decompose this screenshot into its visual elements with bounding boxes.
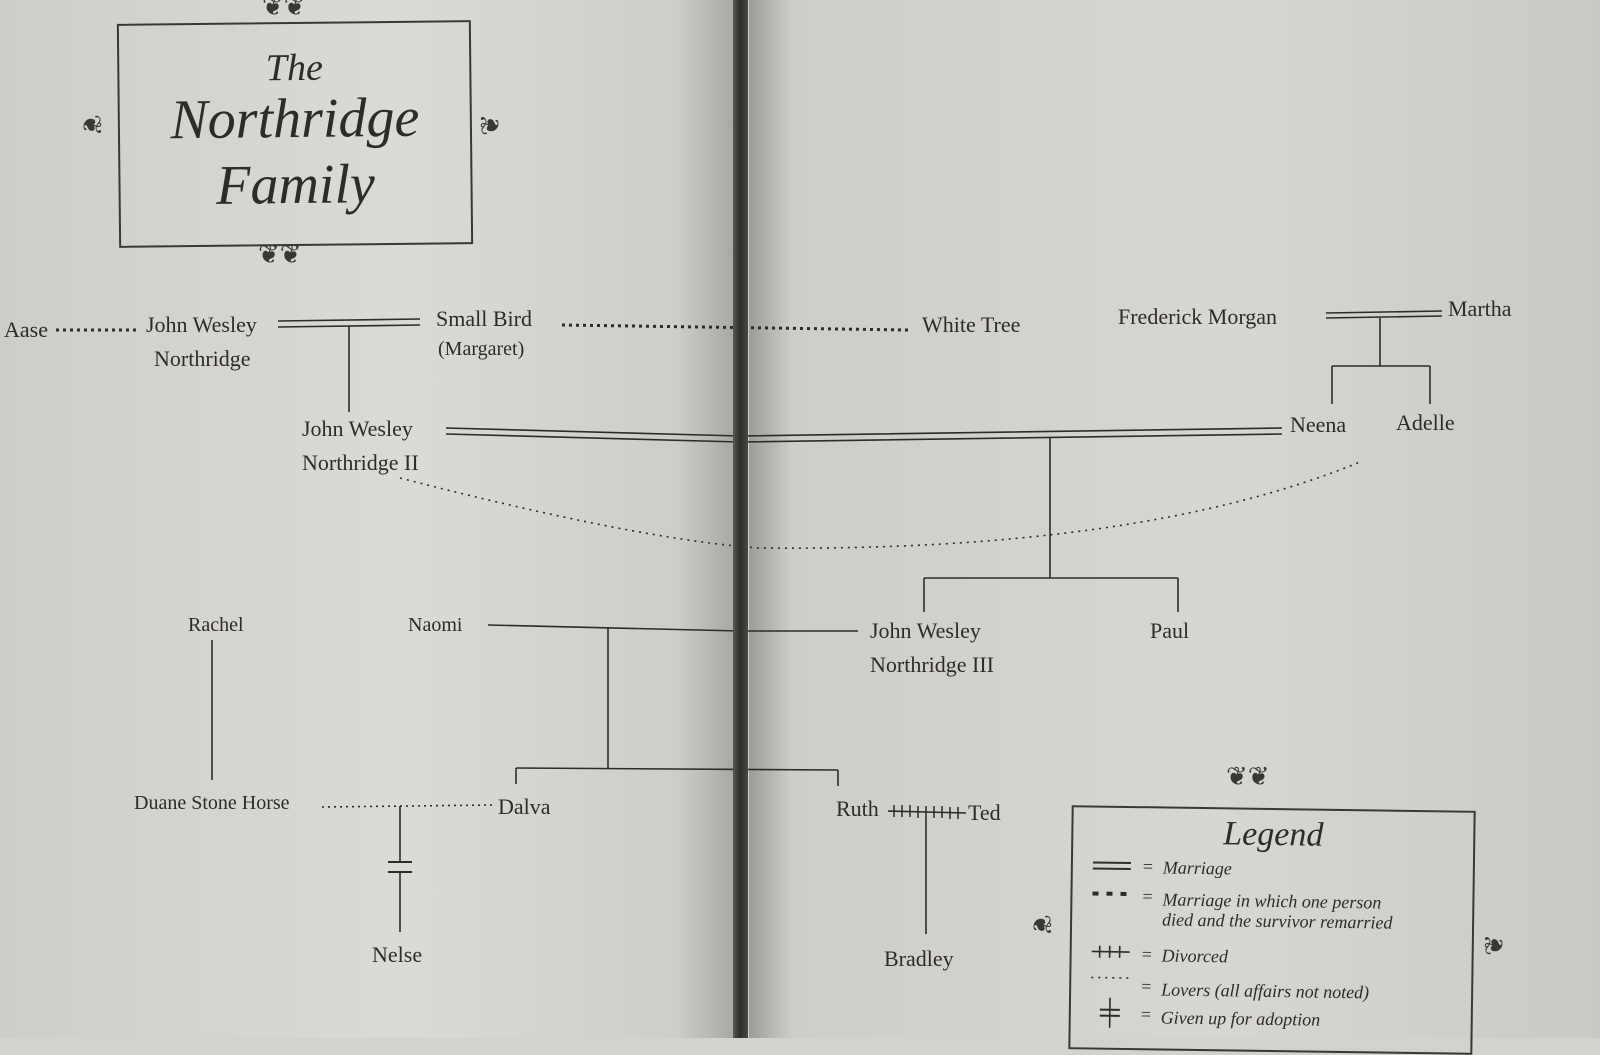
legend-divorced-symbol (1090, 941, 1132, 962)
person-bradley: Bradley (884, 942, 954, 976)
person-jw1-line2: Northridge (154, 342, 257, 376)
legend-top-flourish-icon: ❦❦ (1226, 762, 1270, 792)
person-duane-stone-horse: Duane Stone Horse (134, 786, 290, 820)
person-naomi: Naomi (408, 608, 462, 642)
legend-marriage-died-text-2: died and the survivor remarried (1162, 908, 1393, 933)
legend-adoption-symbol (1089, 995, 1131, 1030)
jw2-neena-marriage-line-a (446, 428, 1282, 436)
legend-divorced-text: Divorced (1161, 944, 1228, 967)
duane-dalva-lovers-line (322, 805, 494, 807)
legend-eq-1: = (1143, 856, 1153, 877)
person-rachel: Rachel (188, 608, 244, 642)
person-nelse: Nelse (372, 938, 422, 972)
legend-eq-5: = (1141, 1004, 1151, 1025)
legend-lovers-symbol (1089, 969, 1131, 990)
person-jw2: John Wesley Northridge II (302, 412, 419, 480)
right-flourish-icon: ❦ (476, 114, 506, 136)
person-jw3-line1: John Wesley (870, 614, 994, 648)
naomi-jw3-line (488, 625, 858, 631)
person-adelle: Adelle (1396, 406, 1455, 440)
person-white-tree: White Tree (922, 308, 1020, 342)
legend-eq-3: = (1141, 944, 1151, 965)
title-box: The Northridge Family (117, 20, 473, 248)
legend-marriage-died-symbol (1090, 883, 1132, 904)
frederick-martha-marriage-line-b (1326, 316, 1442, 318)
legend-marriage-symbol (1091, 855, 1133, 876)
bottom-flourish-icon: ❦❦ (258, 240, 302, 270)
book-spine (733, 0, 748, 1038)
legend-left-flourish-icon: ❦ (1026, 914, 1056, 936)
person-jw2-line1: John Wesley (302, 412, 419, 446)
legend-eq-2: = (1142, 886, 1152, 907)
person-small-bird: Small Bird (436, 302, 532, 336)
person-martha: Martha (1448, 292, 1512, 326)
jw1-smallbird-marriage-line-a (278, 319, 420, 321)
legend-eq-4: = (1141, 976, 1151, 997)
legend-adoption-text: Given up for adoption (1161, 1006, 1321, 1030)
person-jw3-line2: Northridge III (870, 648, 994, 682)
person-ruth: Ruth (836, 792, 879, 826)
jw2-adelle-lovers-line (400, 462, 1360, 548)
person-aase: Aase (4, 313, 48, 347)
legend-title: Legend (1073, 813, 1473, 857)
person-jw1: John Wesley Northridge (146, 308, 257, 376)
person-jw3: John Wesley Northridge III (870, 614, 994, 682)
legend-box: Legend = Marriage = Marriage in which on… (1068, 805, 1475, 1055)
top-flourish-icon: ❦❦ (262, 0, 306, 22)
person-paul: Paul (1150, 614, 1189, 648)
title-family: Family (216, 153, 375, 217)
person-ted: Ted (968, 796, 1001, 830)
person-jw2-line2: Northridge II (302, 446, 419, 480)
person-dalva: Dalva (498, 790, 551, 824)
frederick-martha-marriage-line-a (1326, 311, 1442, 313)
left-flourish-icon: ❦ (76, 114, 106, 136)
ruth-ted-divorce-line (888, 811, 966, 813)
person-jw1-line1: John Wesley (146, 308, 257, 342)
title-northridge: Northridge (170, 87, 420, 152)
legend-right-flourish-icon: ❦ (1480, 934, 1510, 956)
person-margaret: (Margaret) (438, 332, 524, 366)
legend-marriage-text: Marriage (1163, 856, 1232, 879)
person-neena: Neena (1290, 408, 1346, 442)
legend-lovers-text: Lovers (all affairs not noted) (1161, 978, 1369, 1003)
dalva-ruth-sibling-bar (516, 768, 838, 770)
person-frederick-morgan: Frederick Morgan (1118, 300, 1277, 334)
title-main: Northridge Family (120, 84, 471, 220)
jw2-neena-marriage-line-b (446, 434, 1282, 442)
